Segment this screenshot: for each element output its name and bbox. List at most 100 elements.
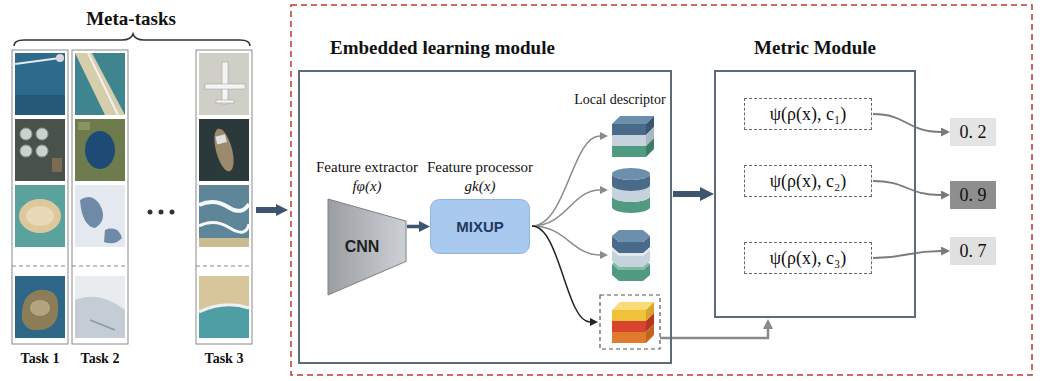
satellite-image bbox=[15, 119, 65, 181]
flow-arrow bbox=[673, 191, 700, 197]
score-box: 0. 2 bbox=[950, 118, 996, 146]
descriptor-layer bbox=[612, 332, 646, 343]
local-descriptor-4 bbox=[612, 302, 654, 343]
task-column bbox=[72, 50, 128, 344]
support-query-divider bbox=[72, 266, 128, 267]
satellite-image bbox=[15, 276, 65, 338]
metric-function-box: ψ(ρ(x), c₃) bbox=[744, 242, 872, 274]
descriptor-face bbox=[612, 230, 650, 242]
task-column bbox=[196, 50, 252, 344]
local-descriptor-1 bbox=[612, 116, 654, 157]
image-detail bbox=[30, 300, 50, 316]
section-title: Meta-tasks bbox=[86, 8, 176, 31]
task-label: Task 2 bbox=[81, 351, 120, 368]
score-box: 0. 7 bbox=[950, 237, 996, 265]
descriptor-label: Local descriptor bbox=[574, 92, 665, 109]
module-caption: Feature extractor bbox=[316, 158, 418, 177]
airplane-wing bbox=[205, 84, 245, 89]
image-detail bbox=[20, 145, 32, 157]
image-detail bbox=[78, 122, 90, 130]
task-2-images bbox=[72, 50, 128, 344]
satellite-image bbox=[15, 53, 65, 115]
descriptor-layer bbox=[612, 124, 646, 135]
descriptor-fan bbox=[532, 136, 600, 322]
function-symbol: gk(x) bbox=[427, 177, 533, 196]
fan-arrow bbox=[532, 226, 590, 322]
score-value: 0. 7 bbox=[960, 240, 987, 262]
flow-arrow bbox=[873, 114, 941, 132]
function-symbol: fφ(x) bbox=[316, 177, 418, 196]
task-1-images bbox=[12, 50, 68, 344]
image-detail bbox=[90, 320, 115, 330]
image-detail bbox=[15, 95, 65, 115]
descriptor-face bbox=[646, 324, 654, 343]
flow-arrow bbox=[873, 251, 941, 258]
satellite-image bbox=[75, 53, 125, 115]
image-detail bbox=[36, 128, 48, 140]
image-detail bbox=[26, 206, 54, 226]
fan-arrow bbox=[532, 136, 600, 226]
task-3-images bbox=[196, 50, 252, 344]
satellite-image bbox=[75, 276, 125, 338]
cnn-trapezoid-shape bbox=[328, 199, 406, 295]
image-detail bbox=[19, 199, 61, 233]
task-column bbox=[12, 50, 68, 344]
satellite-image bbox=[199, 276, 249, 338]
image-detail bbox=[85, 131, 115, 169]
image-detail bbox=[56, 54, 64, 62]
image-detail bbox=[22, 290, 58, 330]
image-detail bbox=[15, 58, 60, 64]
flow-arrow bbox=[873, 181, 941, 195]
score-value: 0. 2 bbox=[960, 121, 987, 143]
support-query-divider bbox=[12, 266, 68, 267]
image-detail bbox=[52, 158, 62, 172]
query-descriptor-frame bbox=[600, 295, 660, 349]
cnn-label: CNN bbox=[345, 238, 380, 256]
descriptor-face bbox=[646, 138, 654, 157]
module-title: Embedded learning module bbox=[300, 36, 670, 60]
image-detail bbox=[80, 197, 103, 228]
ship-deck bbox=[215, 134, 227, 144]
metric-function: ψ(ρ(x), c₂) bbox=[770, 170, 847, 192]
satellite-image bbox=[199, 53, 249, 115]
meta-task-brace bbox=[14, 34, 250, 46]
feature-processor: Feature processorgk(x) MIXUP bbox=[420, 158, 540, 254]
mixup-label: MIXUP bbox=[456, 218, 504, 235]
descriptor-layer bbox=[612, 321, 646, 332]
module-box: Feature extractorfφ(x) CNN Feature process… bbox=[298, 70, 672, 364]
satellite-image bbox=[199, 185, 249, 247]
module-box: ψ(ρ(x), c₁)ψ(ρ(x), c₂)ψ(ρ(x), c₃)Metric … bbox=[714, 70, 916, 318]
query-arrow bbox=[660, 329, 768, 338]
local-descriptor-3 bbox=[612, 230, 650, 281]
mixup-rect bbox=[431, 200, 530, 254]
metric-function: ψ(ρ(x), c₁) bbox=[770, 103, 847, 125]
module-caption: Feature processor bbox=[427, 158, 533, 177]
local-descriptor-2 bbox=[612, 168, 650, 213]
flow-arrow bbox=[407, 225, 419, 229]
fan-arrow bbox=[532, 190, 600, 226]
image-detail bbox=[88, 53, 118, 115]
score-value: 0. 9 bbox=[960, 184, 987, 206]
task-label: Task 1 bbox=[21, 351, 60, 368]
score-box: 0. 9 bbox=[950, 181, 996, 209]
satellite-image bbox=[15, 185, 65, 247]
image-detail bbox=[75, 53, 125, 115]
descriptor-layer bbox=[612, 310, 646, 321]
descriptor-layer bbox=[612, 146, 646, 157]
satellite-image bbox=[75, 119, 125, 181]
input-arrow bbox=[256, 207, 276, 213]
image-detail bbox=[75, 297, 125, 338]
descriptor-face bbox=[612, 168, 650, 180]
cnn-shape: CNN bbox=[328, 199, 406, 295]
ellipsis-dot bbox=[170, 210, 175, 215]
metric-function-box: ψ(ρ(x), c₁) bbox=[744, 98, 872, 130]
ship bbox=[211, 127, 238, 174]
module-title: Metric Module bbox=[716, 36, 914, 60]
ellipsis-dot bbox=[159, 210, 164, 215]
airplane-tail bbox=[216, 100, 234, 103]
airplane-body bbox=[222, 62, 228, 104]
mixup-shape: MIXUP bbox=[430, 199, 530, 254]
feature-extractor: Feature extractorfφ(x) CNN bbox=[312, 158, 422, 295]
